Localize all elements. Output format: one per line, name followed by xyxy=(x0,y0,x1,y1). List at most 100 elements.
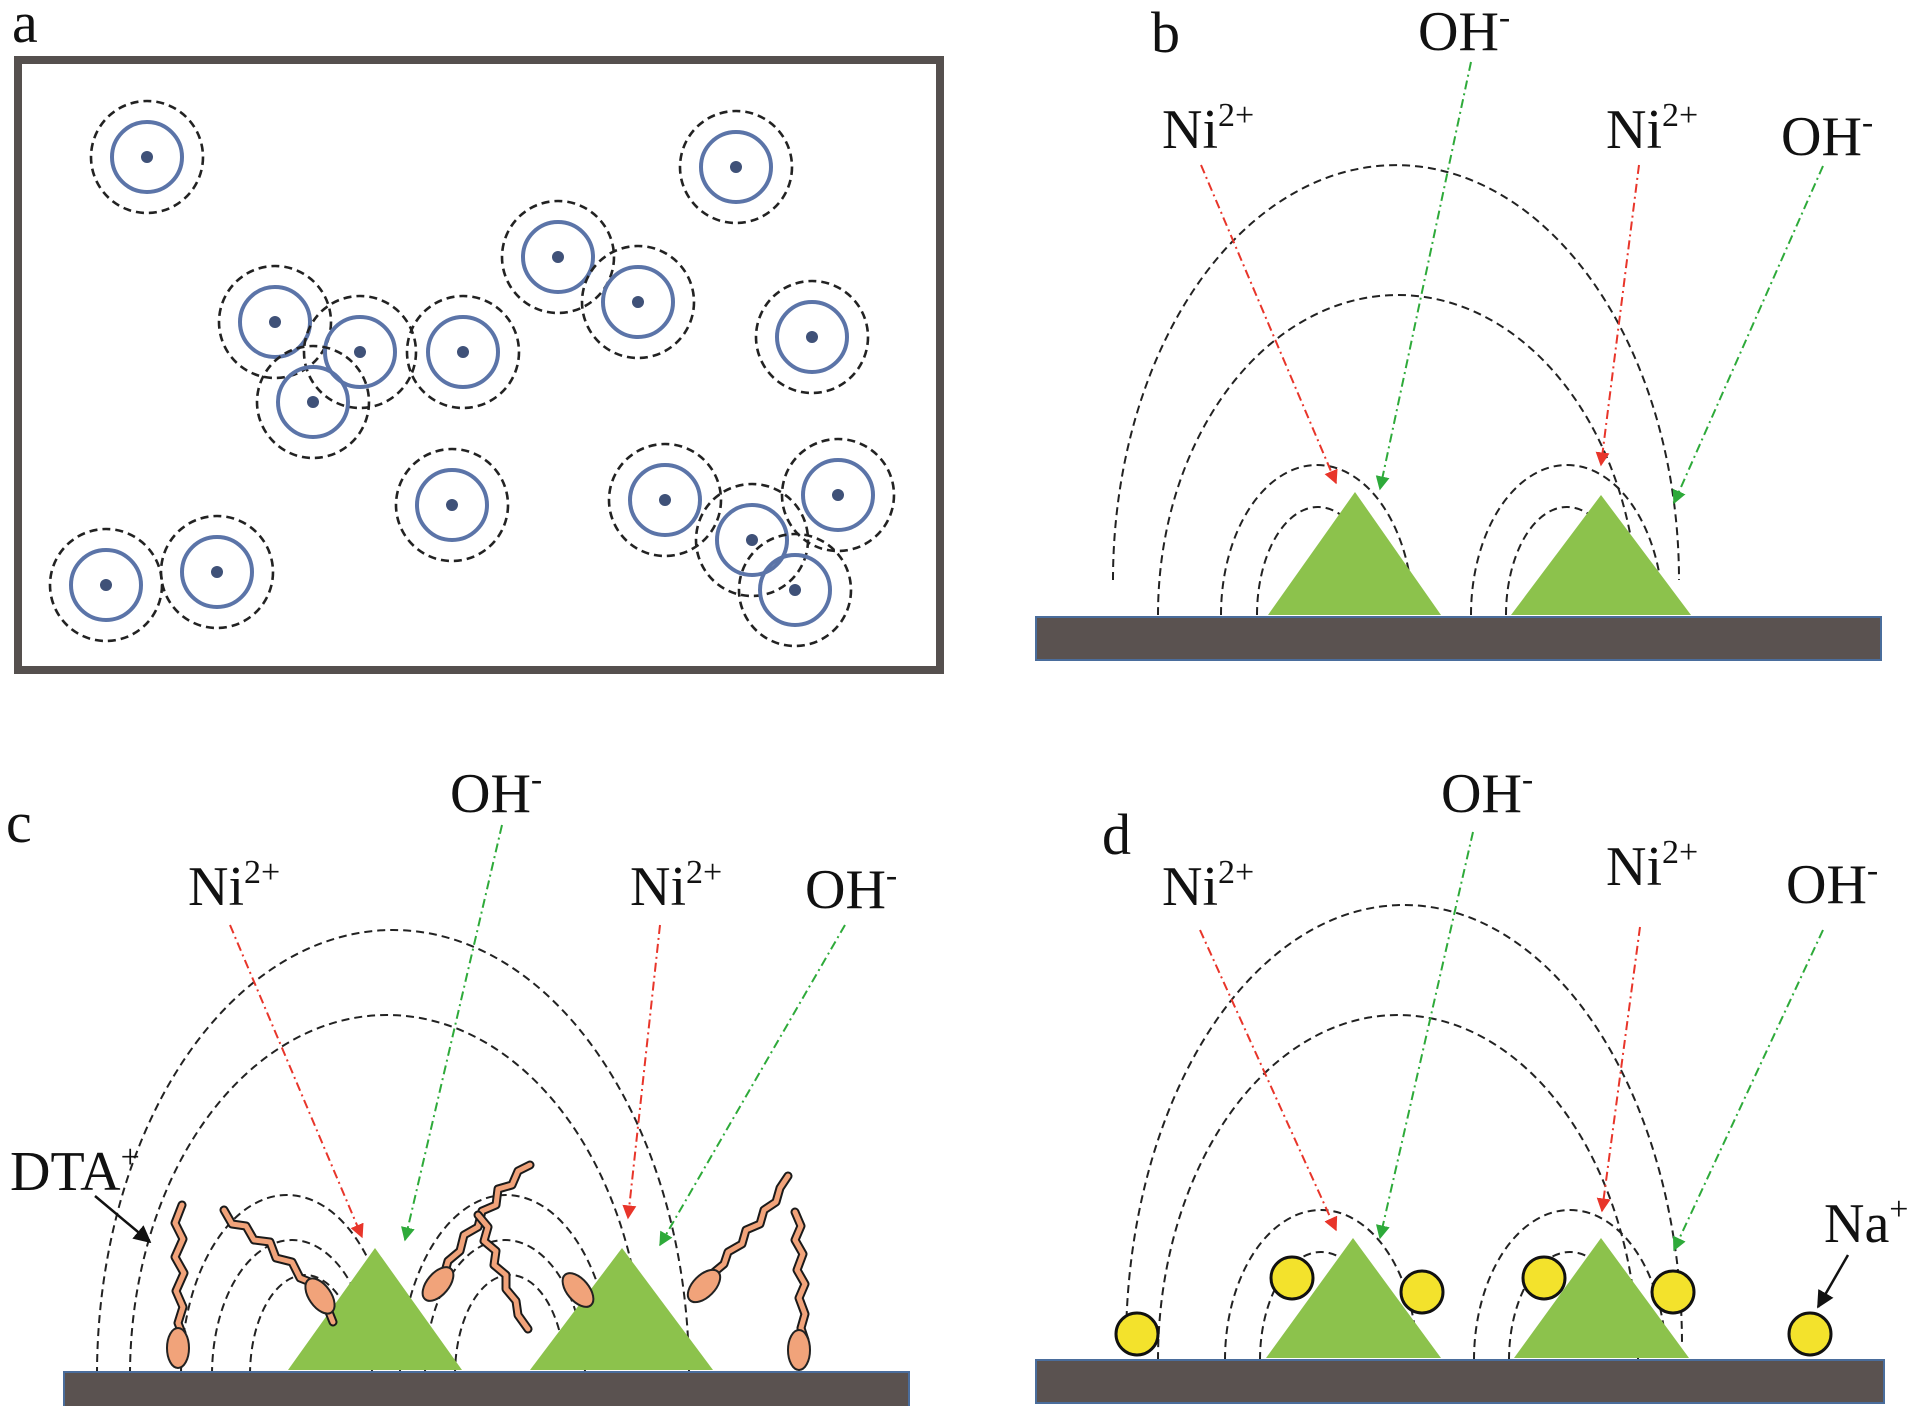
na-ion xyxy=(1114,1311,1160,1357)
dta-chain-4 xyxy=(473,1210,595,1334)
ni-arrow-left xyxy=(1200,164,1338,485)
oh-arrow-right xyxy=(1672,929,1824,1252)
dta-surfactant-chains xyxy=(166,1160,811,1371)
nucleus-left xyxy=(1268,492,1441,615)
dta-pointer-arrow xyxy=(94,1195,152,1244)
particle-core xyxy=(659,494,671,506)
particle-shell xyxy=(521,220,595,294)
ion-shell-boundary xyxy=(159,514,275,630)
nanoparticle xyxy=(678,109,794,225)
dta-label: DTA+ xyxy=(10,1139,140,1203)
dta-head xyxy=(166,1327,190,1369)
nucleus-right xyxy=(1514,1238,1689,1358)
particle-core xyxy=(806,331,818,343)
substrate xyxy=(1035,616,1882,661)
nanoparticle xyxy=(500,199,616,315)
particle-shell xyxy=(801,458,875,532)
nanoparticle xyxy=(754,279,870,395)
particle-shell xyxy=(715,503,789,577)
nucleus-left xyxy=(1266,1238,1441,1358)
nanoparticle xyxy=(607,442,723,558)
ni-label-right: Ni2+ xyxy=(630,854,722,918)
oh-arrow-center xyxy=(1375,831,1474,1240)
oh-label-right: OH- xyxy=(805,857,897,921)
panel-d-arcs xyxy=(1125,904,1683,1361)
particle-core xyxy=(552,251,564,263)
na-ion xyxy=(1399,1269,1445,1315)
ni-arrow-left xyxy=(1199,929,1338,1232)
particle-core xyxy=(730,161,742,173)
oh-label-center: OH- xyxy=(1418,0,1510,63)
na-ion xyxy=(1650,1269,1696,1315)
particle-shell xyxy=(426,315,500,389)
ion-shell-boundary xyxy=(678,109,794,225)
oh-arrow-center xyxy=(401,824,503,1242)
particle-core xyxy=(354,346,366,358)
dta-chain-6 xyxy=(787,1207,811,1371)
particle-core xyxy=(446,499,458,511)
sodium-ions xyxy=(1114,1255,1833,1357)
oh-label-right: OH- xyxy=(1781,104,1873,168)
dta-head xyxy=(686,1268,722,1304)
panel-a-frame xyxy=(14,56,944,674)
particle-shell xyxy=(415,468,489,542)
particle-core xyxy=(746,534,758,546)
ni-arrow-right xyxy=(622,924,661,1220)
dta-chain-1 xyxy=(166,1200,190,1369)
particle-core xyxy=(269,316,281,328)
particle-shell xyxy=(758,553,832,627)
particle-shell xyxy=(69,548,143,622)
oh-label-center: OH- xyxy=(1441,761,1533,825)
ion-shell-boundary xyxy=(754,279,870,395)
dta-head xyxy=(787,1329,811,1371)
particle-core xyxy=(789,584,801,596)
nanoparticle-group xyxy=(48,99,896,648)
oh-arrow-right xyxy=(1672,165,1824,505)
ni-label-right: Ni2+ xyxy=(1606,97,1698,161)
particle-shell xyxy=(775,300,849,374)
particle-shell xyxy=(238,285,312,359)
ion-shell-boundary xyxy=(255,344,371,460)
nanoparticle xyxy=(217,264,333,380)
ni-label-left: Ni2+ xyxy=(1162,854,1254,918)
ni-arrow-right xyxy=(1595,164,1640,467)
nucleus-left xyxy=(288,1248,462,1370)
na-ion xyxy=(1521,1255,1567,1301)
ni-label-left: Ni2+ xyxy=(1162,97,1254,161)
panel-a: a xyxy=(12,0,944,674)
particle-core xyxy=(141,151,153,163)
nanoparticle xyxy=(405,294,521,410)
dta-head xyxy=(421,1266,455,1302)
oh-label-center: OH- xyxy=(450,761,542,825)
na-ion xyxy=(1787,1311,1833,1357)
panel-d-letter: d xyxy=(1102,802,1131,867)
panel-d: d Ni2+ OH- Ni2+ OH- Na+ xyxy=(1035,761,1908,1404)
ion-shell-boundary xyxy=(405,294,521,410)
ni-arrow-left xyxy=(229,924,364,1239)
nanoparticle xyxy=(737,532,853,648)
oh-arrow-center xyxy=(1375,61,1472,491)
nanoparticle xyxy=(780,437,896,553)
oh-arrow-right xyxy=(659,924,846,1247)
ion-shell-boundary xyxy=(780,437,896,553)
particle-core xyxy=(832,489,844,501)
nanoparticle xyxy=(159,514,275,630)
particle-shell xyxy=(628,463,702,537)
particle-core xyxy=(100,579,112,591)
particle-shell xyxy=(276,365,350,439)
oh-label-right: OH- xyxy=(1786,852,1878,916)
particle-core xyxy=(307,396,319,408)
ion-shell-boundary xyxy=(737,532,853,648)
na-label: Na+ xyxy=(1824,1191,1908,1255)
particle-shell xyxy=(180,535,254,609)
ion-shell-boundary xyxy=(89,99,205,215)
nanoparticle xyxy=(89,99,205,215)
ion-shell-boundary xyxy=(694,482,810,598)
dta-chain-2 xyxy=(219,1205,338,1327)
nucleus-right xyxy=(530,1248,713,1370)
panel-b: b Ni2+ OH- Ni2+ OH- xyxy=(1035,0,1882,661)
particle-shell xyxy=(601,265,675,339)
na-pointer-arrow xyxy=(1816,1254,1850,1309)
nucleus-right xyxy=(1511,495,1691,615)
ion-shell-boundary xyxy=(217,264,333,380)
